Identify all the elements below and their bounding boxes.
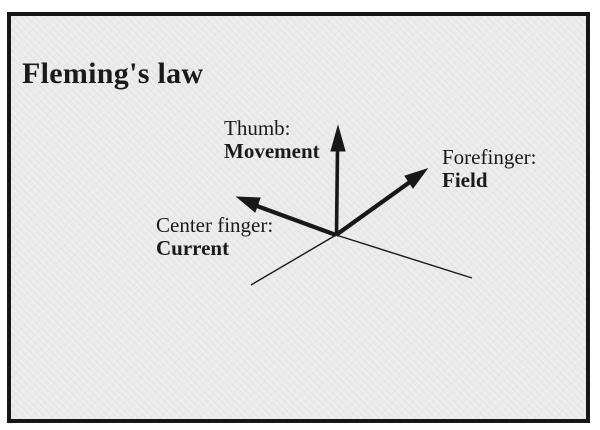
forefinger-label-quantity: Field: [442, 168, 488, 192]
thumb-label: Thumb: Movement: [224, 117, 320, 163]
thumb-label-quantity: Movement: [224, 139, 320, 163]
forefinger-label-finger: Forefinger:: [442, 145, 537, 169]
thumb-label-finger: Thumb:: [224, 116, 291, 140]
center-finger-label: Center finger: Current: [156, 214, 273, 260]
diagram-title: Fleming's law: [22, 57, 204, 90]
center-finger-label-quantity: Current: [156, 236, 230, 260]
forefinger-label: Forefinger: Field: [442, 146, 536, 192]
center-finger-label-finger: Center finger:: [156, 213, 274, 237]
